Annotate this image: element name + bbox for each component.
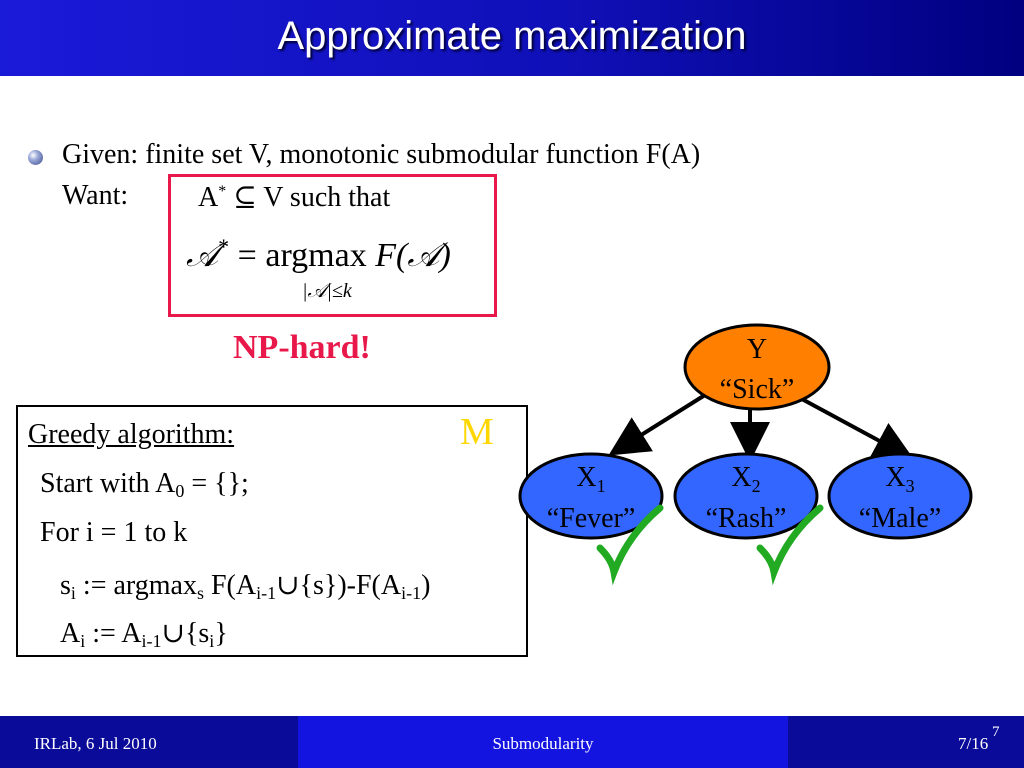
footer-page: 7/16 [958, 734, 989, 753]
slide-number: 7 [992, 724, 1000, 740]
footer-center-panel [298, 716, 788, 768]
slide-title: Approximate maximization [277, 14, 747, 58]
node-x2-name: X2 [731, 462, 760, 496]
greedy-select-line: si := argmaxs F(Ai-1∪{s})-F(Ai-1) [60, 570, 431, 603]
marker-m: M [460, 411, 494, 453]
greedy-heading: Greedy algorithm: [28, 419, 235, 450]
node-x1-label: “Fever” [547, 503, 636, 534]
greedy-start-line: Start with A0 = {}; [40, 468, 249, 501]
greedy-update-line: Ai := Ai-1∪{si} [60, 618, 228, 651]
node-x3-label: “Male” [859, 503, 941, 534]
node-y-name: Y [747, 334, 767, 365]
edge-y-x3 [799, 396, 915, 460]
bullet-icon [28, 150, 43, 165]
node-y-label: “Sick” [720, 374, 795, 405]
node-x2-label: “Rash” [706, 503, 787, 534]
argmax-formula: 𝒜* = argmax F(𝒜) [186, 234, 451, 275]
footer-title: Submodularity [492, 734, 594, 753]
node-x3 [827, 452, 973, 540]
footer-left-panel [0, 716, 298, 768]
checkmark-icon-x2 [756, 504, 824, 586]
node-x3-name: X3 [885, 462, 914, 496]
title-bar [0, 0, 1024, 76]
formula-box [168, 174, 497, 317]
node-x2 [673, 452, 819, 540]
node-x1 [518, 452, 664, 540]
want-label: Want: [62, 180, 129, 211]
argmax-constraint: |𝒜|≤k [302, 280, 352, 302]
edge-y-x1 [608, 393, 707, 456]
greedy-for-line: For i = 1 to k [40, 517, 188, 548]
greedy-algorithm-box [16, 405, 528, 657]
node-y [683, 323, 831, 411]
node-x1-name: X1 [576, 462, 605, 496]
footer-date: IRLab, 6 Jul 2010 [34, 734, 157, 753]
footer-right-panel [788, 716, 1024, 768]
np-hard-label: NP-hard! [233, 329, 371, 366]
given-line: Given: finite set V, monotonic submodula… [62, 139, 701, 170]
checkmark-icon-x1 [596, 504, 664, 586]
footer: IRLab, 6 Jul 2010 Submodularity 7/16 7 [0, 716, 1024, 768]
want-statement: A* ⊆ V such that [198, 182, 391, 213]
